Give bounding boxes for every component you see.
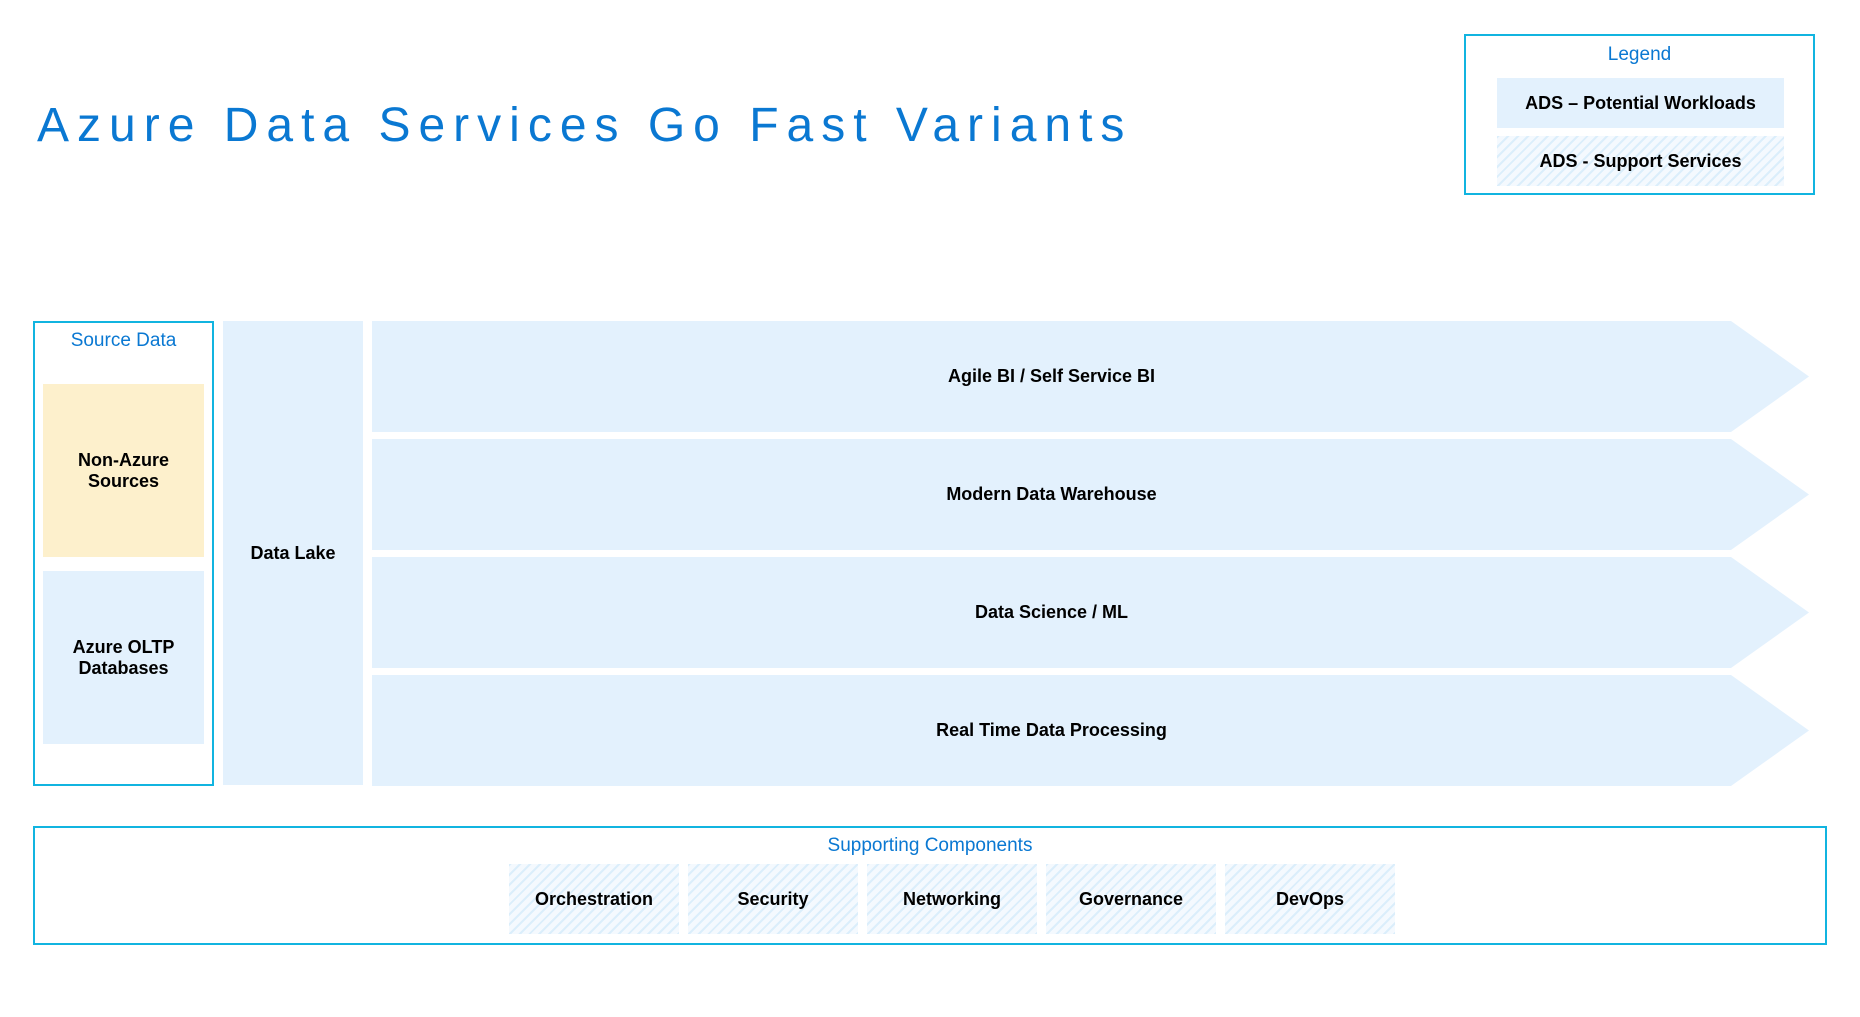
supporting-components-list: Orchestration Security Networking Govern… xyxy=(509,864,1395,934)
workload-label: Real Time Data Processing xyxy=(936,720,1167,740)
legend-title: Legend xyxy=(1607,44,1672,65)
workload-arrow-data-science: Data Science / ML xyxy=(372,557,1809,668)
workload-arrow-real-time: Real Time Data Processing xyxy=(372,675,1809,786)
legend: Legend ADS – Potential Workloads ADS - S… xyxy=(1464,34,1815,195)
component-security: Security xyxy=(688,864,858,934)
component-networking: Networking xyxy=(867,864,1037,934)
source-azure-oltp: Azure OLTP Databases xyxy=(43,571,204,744)
source-data-panel: Source Data Non-Azure Sources Azure OLTP… xyxy=(33,321,214,786)
legend-item-support-services: ADS - Support Services xyxy=(1497,136,1784,186)
supporting-components-title: Supporting Components xyxy=(827,835,1033,856)
data-lake-label: Data Lake xyxy=(250,542,336,563)
component-devops: DevOps xyxy=(1225,864,1395,934)
data-lake-block: Data Lake xyxy=(223,321,363,785)
workload-arrow-agile-bi: Agile BI / Self Service BI xyxy=(372,321,1809,432)
source-non-azure: Non-Azure Sources xyxy=(43,384,204,557)
page-title: Azure Data Services Go Fast Variants xyxy=(37,99,1133,152)
workload-arrows: Agile BI / Self Service BI Modern Data W… xyxy=(372,321,1809,786)
component-orchestration: Orchestration xyxy=(509,864,679,934)
legend-item-potential-workloads: ADS – Potential Workloads xyxy=(1497,78,1784,128)
workload-label: Agile BI / Self Service BI xyxy=(947,366,1156,386)
source-data-title: Source Data xyxy=(70,330,177,351)
workload-arrow-modern-dw: Modern Data Warehouse xyxy=(372,439,1809,550)
workload-label: Modern Data Warehouse xyxy=(946,484,1157,504)
component-governance: Governance xyxy=(1046,864,1216,934)
workload-label: Data Science / ML xyxy=(974,602,1129,622)
supporting-components-panel: Supporting Components Orchestration Secu… xyxy=(33,826,1827,945)
